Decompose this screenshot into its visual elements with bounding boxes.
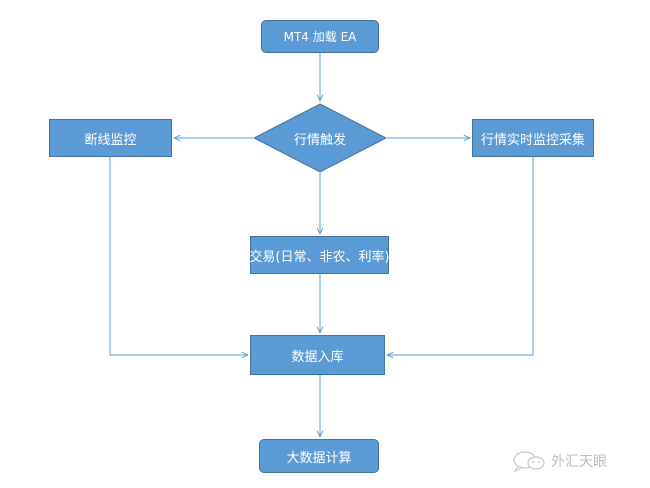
edge-right-to-database bbox=[387, 157, 534, 355]
node-database-storage: 数据入库 bbox=[250, 335, 385, 375]
watermark-text: 外汇天眼 bbox=[551, 454, 607, 470]
decision-diamond-shape bbox=[253, 103, 387, 173]
node-trade-label: 交易(日常、非农、利率) bbox=[249, 249, 390, 265]
node-realtime-market-collection-label: 行情实时监控采集 bbox=[480, 132, 585, 148]
node-trade: 交易(日常、非农、利率) bbox=[249, 236, 390, 274]
node-big-data-computing-label: 大数据计算 bbox=[286, 450, 352, 466]
node-disconnect-monitor-label: 断线监控 bbox=[84, 132, 137, 148]
node-mt4-load-ea-label: MT4 加载 EA bbox=[283, 30, 357, 44]
node-disconnect-monitor: 断线监控 bbox=[49, 119, 172, 157]
node-realtime-market-collection: 行情实时监控采集 bbox=[472, 119, 594, 157]
decision-node-market-trigger-label: 行情触发 bbox=[293, 132, 346, 148]
node-database-storage-label: 数据入库 bbox=[291, 349, 344, 365]
watermark: 外汇天眼 bbox=[511, 446, 607, 476]
chat-bubble-icon bbox=[513, 451, 545, 473]
decision-node-market-trigger: 行情触发 bbox=[253, 103, 387, 173]
edge-left-to-database bbox=[109, 157, 248, 355]
node-big-data-computing: 大数据计算 bbox=[259, 439, 379, 473]
node-mt4-load-ea: MT4 加载 EA bbox=[261, 20, 379, 53]
